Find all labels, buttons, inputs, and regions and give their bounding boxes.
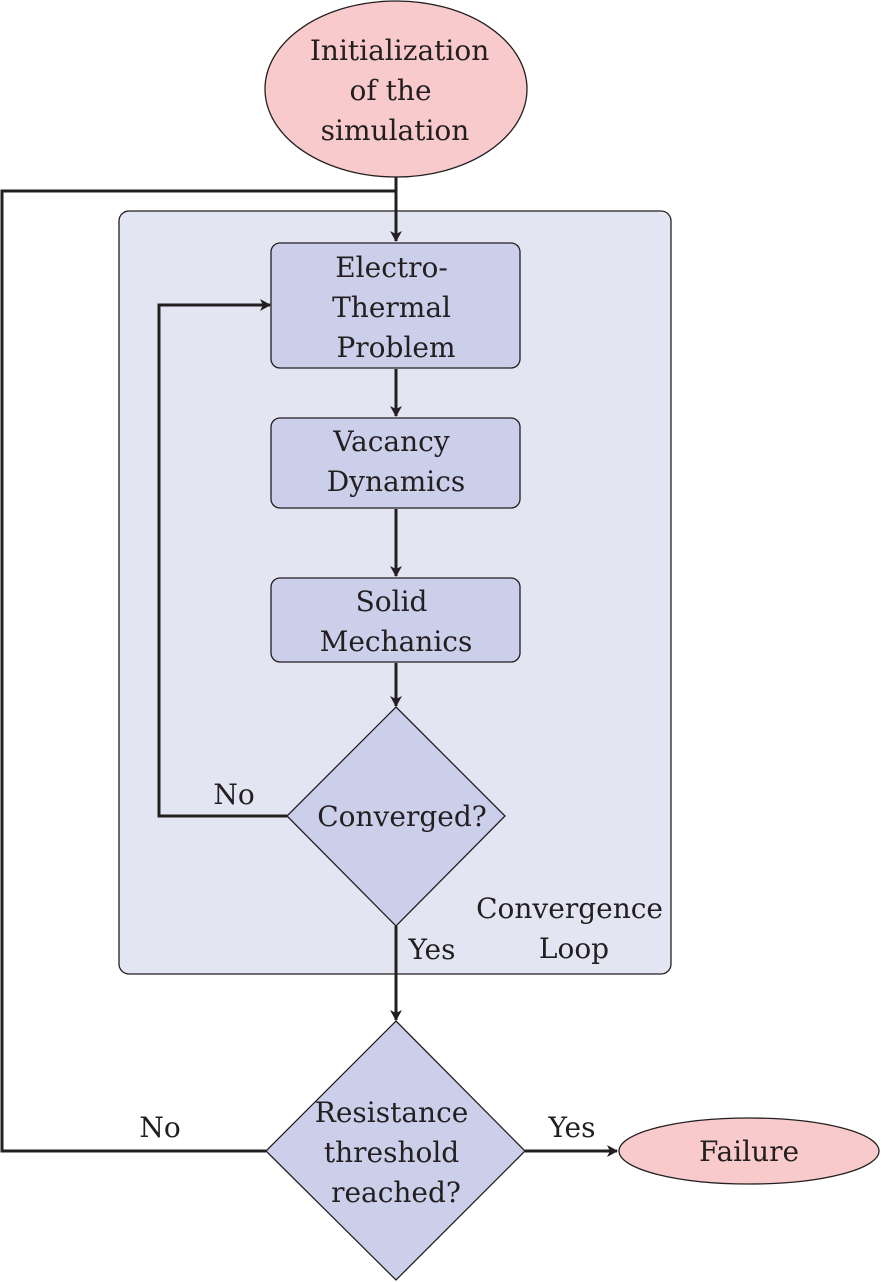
start-node: [264, 0, 528, 178]
start-node-label: Initialization of the simulation: [310, 34, 498, 147]
solid-mechanics-label: Solid Mechanics: [320, 585, 473, 658]
converged-label: Converged?: [317, 800, 487, 833]
failure-node: [618, 1117, 880, 1185]
edge-resistance-no-loop: [0, 189, 396, 1153]
electro-thermal-label: Electro- Thermal Problem: [332, 251, 460, 364]
vacancy-dynamics-node: [270, 417, 521, 509]
resistance-no-label: No: [139, 1111, 180, 1144]
resistance-yes-label: Yes: [548, 1111, 596, 1144]
failure-label: Failure: [699, 1135, 799, 1168]
edge-converged-no-loop: [157, 299, 287, 818]
resistance-decision-node: [265, 1020, 526, 1281]
electro-thermal-node: [270, 242, 521, 369]
convergence-loop-label: Convergence Loop: [476, 892, 672, 965]
vacancy-dynamics-label: Vacancy Dynamics: [327, 425, 466, 498]
resistance-label: Resistance threshold reached?: [315, 1096, 477, 1209]
converged-decision-node: [286, 706, 506, 927]
solid-mechanics-node: [270, 577, 521, 663]
converged-yes-label: Yes: [408, 933, 456, 966]
converged-no-label: No: [213, 778, 254, 811]
